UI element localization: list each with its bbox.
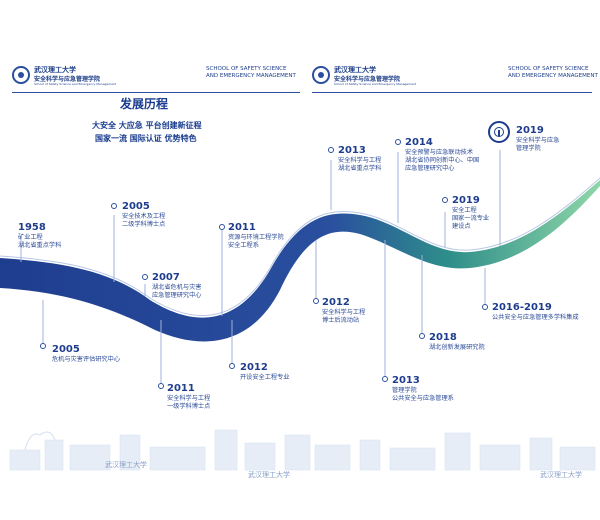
- milestone-2018: 2018 湖北创新发展研究院: [429, 332, 485, 351]
- milestone-2016-2019: 2016-2019 公共安全与应急管理多学科集成: [492, 302, 579, 321]
- school-badge-icon: [488, 121, 510, 143]
- timeline-dot: [111, 203, 117, 209]
- school-name-cn: 安全科学与应急管理学院: [34, 76, 101, 83]
- milestone-2012-a: 2012 开设安全工程专业: [240, 362, 290, 381]
- header-right: 武汉理工大学 安全科学与应急管理学院 School of Safety Scie…: [312, 64, 600, 93]
- school-name-en: SCHOOL OF SAFETY SCIENCE AND EMERGENCY M…: [508, 66, 598, 79]
- timeline-dot: [382, 376, 388, 382]
- slogan-line-1: 大安全 大应急 平台创建新征程: [92, 121, 202, 130]
- header-left: 武汉理工大学 安全科学与应急管理学院 School of Safety Scie…: [12, 64, 302, 93]
- timeline-dot: [482, 304, 488, 310]
- timeline-dot: [313, 298, 319, 304]
- milestone-2013-a: 2013 安全科学与工程 湖北省重点学科: [338, 145, 382, 172]
- school-name-en-small: School of Safety Science and Emergency M…: [34, 82, 117, 86]
- milestone-2019-b: 2019 安全科学与应急 管理学院: [516, 125, 560, 152]
- milestone-2011-a: 2011 安全科学与工程 一级学科博士点: [167, 383, 211, 410]
- university-name: 武汉理工大学: [34, 65, 76, 74]
- ribbon-top-line: [0, 177, 600, 316]
- slogan-line-2: 国家一流 国际认证 优势特色: [95, 134, 197, 143]
- timeline-dot: [229, 363, 235, 369]
- school-name-cn: 安全科学与应急管理学院: [334, 76, 401, 83]
- footer-university-calligraphy-right: 武汉理工大学: [540, 471, 582, 479]
- milestone-2019-a: 2019 安全工程 国家一流专业 建设点: [452, 195, 490, 230]
- timeline-dot: [419, 333, 425, 339]
- timeline-dot: [442, 197, 448, 203]
- timeline-dot: [219, 224, 225, 230]
- milestone-2007: 2007 湖北省危机与灾害 应急管理研究中心: [152, 272, 202, 299]
- timeline-dot: [328, 147, 334, 153]
- ribbon-shape: [0, 180, 600, 342]
- milestone-2012-b: 2012 安全科学与工程 博士后流动站: [322, 297, 366, 324]
- timeline-dot: [158, 383, 164, 389]
- milestone-2005-b: 2005 安全技术及工程 二级学科博士点: [122, 201, 166, 228]
- header-divider: [12, 92, 300, 93]
- milestone-2005-a: 2005 危机与灾害评估研究中心: [52, 344, 121, 363]
- campus-skyline-illustration: [9, 429, 596, 471]
- school-name-en: SCHOOL OF SAFETY SCIENCE AND EMERGENCY M…: [206, 66, 296, 79]
- footer-university-calligraphy-mid: 武汉理工大学: [248, 471, 290, 479]
- milestone-2014: 2014 安全预警与应急联动技术 湖北省协同创新中心、中国 应急管理研究中心: [405, 137, 480, 172]
- school-name-en-small: School of Safety Science and Emergency M…: [334, 82, 417, 86]
- timeline-dot: [142, 274, 148, 280]
- university-name: 武汉理工大学: [334, 65, 376, 74]
- milestone-2011-b: 2011 资源与环境工程学院 安全工程系: [228, 222, 284, 249]
- milestone-2013-b: 2013 管理学院 公共安全与应急管理系: [392, 375, 454, 402]
- footer-university-calligraphy-left: 武汉理工大学: [105, 461, 147, 469]
- university-logo-icon: [312, 66, 330, 84]
- page-title: 发展历程: [120, 97, 169, 111]
- timeline-dot: [395, 139, 401, 145]
- university-logo-icon: [12, 66, 30, 84]
- milestone-connectors: [20, 150, 501, 385]
- milestone-1958: 1958 矿业工程 湖北省重点学科: [18, 222, 62, 249]
- header-divider: [312, 92, 592, 93]
- timeline-dot: [40, 343, 46, 349]
